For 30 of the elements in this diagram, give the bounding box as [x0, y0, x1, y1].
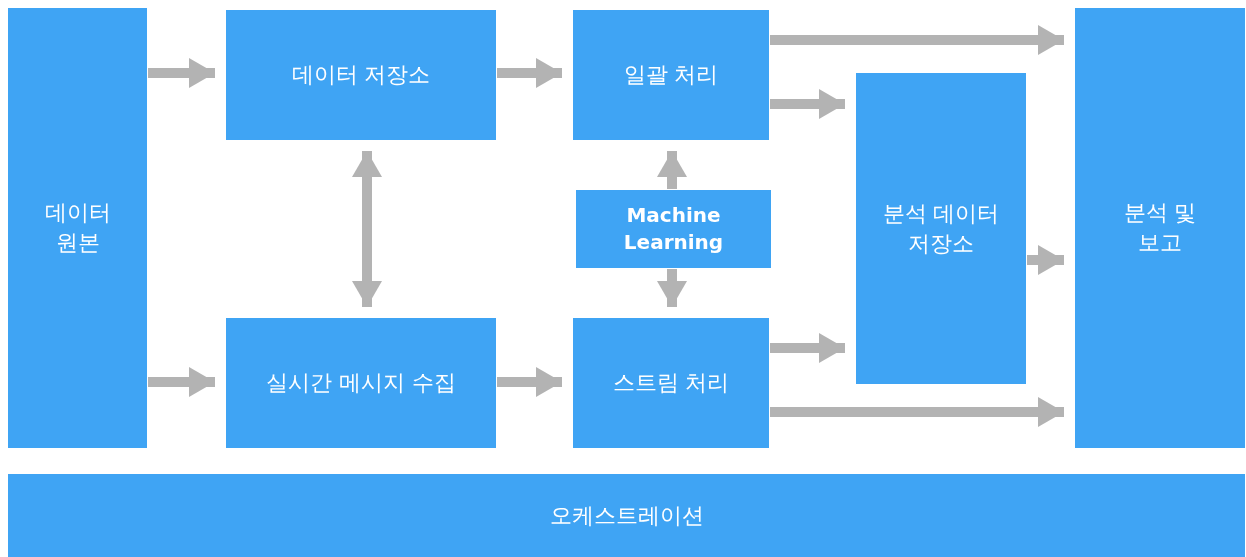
orchestration-band	[8, 474, 1245, 557]
box-label: 오케스트레이션	[549, 501, 704, 530]
arrow	[770, 89, 845, 119]
process-box	[8, 8, 147, 448]
arrow	[770, 333, 845, 363]
arrow	[148, 367, 215, 397]
box-label: 데이터 원본	[43, 199, 112, 257]
box-label: 스트림 처리	[612, 369, 730, 398]
process-box	[576, 190, 771, 268]
process-box	[226, 10, 496, 140]
box-label: 데이터 저장소	[291, 61, 431, 90]
arrow	[657, 269, 687, 307]
arrow	[770, 25, 1064, 55]
arrow	[148, 58, 215, 88]
process-box	[226, 318, 496, 448]
arrow	[770, 397, 1064, 427]
arrow	[497, 367, 562, 397]
arrow	[657, 151, 687, 189]
process-box	[573, 10, 769, 140]
arrow	[1027, 245, 1064, 275]
box-label: 분석 데이터 저장소	[881, 199, 1001, 258]
box-label: 분석 및 보고	[1122, 199, 1198, 257]
box-label: 일괄 처리	[623, 61, 719, 90]
arrow	[497, 58, 562, 88]
process-box	[573, 318, 769, 448]
box-label: Machine Learning	[622, 202, 725, 256]
box-label: 실시간 메시지 수집	[266, 369, 456, 398]
process-box	[856, 73, 1026, 384]
arrow	[352, 151, 382, 307]
process-box	[1075, 8, 1245, 448]
